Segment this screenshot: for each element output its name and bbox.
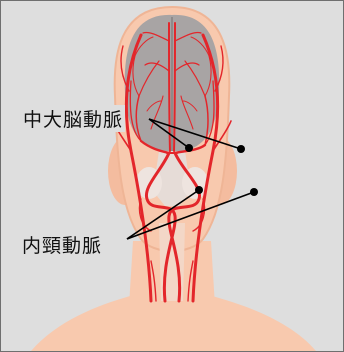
- ica-dot-left: [195, 186, 203, 194]
- ica-dot-right: [250, 188, 258, 196]
- mca-dot-right: [237, 145, 245, 153]
- internal-carotid-artery-label: 内頸動脈: [20, 231, 104, 258]
- middle-cerebral-artery-label: 中大脳動脈: [21, 105, 125, 132]
- mca-dot-left: [185, 144, 193, 152]
